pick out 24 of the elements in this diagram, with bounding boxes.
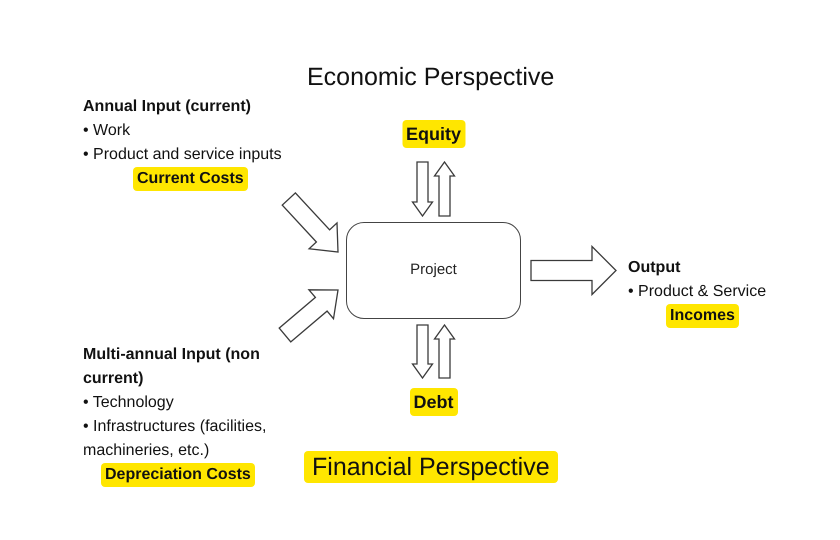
- list-item: • Work: [83, 121, 132, 141]
- highlighted-label: Incomes: [666, 304, 739, 328]
- block-arrow: [278, 289, 339, 343]
- block-arrow: [433, 160, 456, 217]
- list-item: • Technology: [83, 393, 175, 413]
- block-arrow: [411, 161, 434, 218]
- highlighted-label: Equity: [402, 120, 465, 148]
- block-arrow: [530, 244, 617, 296]
- heading-text: Multi-annual Input (non current): [83, 345, 261, 389]
- highlighted-label: Depreciation Costs: [101, 463, 255, 487]
- title-text: Economic Perspective: [307, 62, 554, 93]
- list-item: • Infrastructures (facilities, machineries, etc.): [83, 417, 268, 461]
- list-item: • Product and service inputs: [83, 145, 283, 165]
- highlighted-heading: Financial Perspective: [304, 451, 558, 483]
- heading-text: Output: [628, 258, 682, 278]
- heading-text: Annual Input (current): [83, 97, 252, 117]
- block-arrow: [281, 192, 339, 253]
- block-arrow: [411, 324, 434, 380]
- process-box: [346, 222, 521, 319]
- block-arrow: [433, 324, 456, 379]
- list-item: • Product & Service: [628, 282, 768, 302]
- highlighted-label: Debt: [410, 388, 458, 416]
- highlighted-label: Current Costs: [133, 167, 248, 191]
- box-label: Project: [410, 260, 457, 280]
